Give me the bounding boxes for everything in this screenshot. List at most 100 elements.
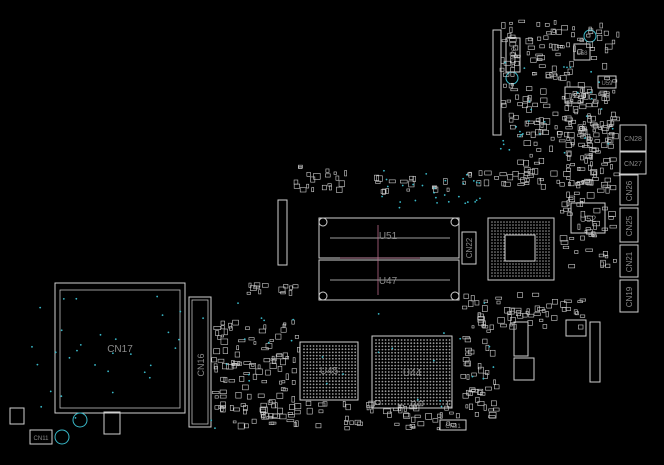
bga-ball <box>497 257 499 259</box>
bga-ball <box>416 342 419 345</box>
bga-ball <box>521 269 523 271</box>
bga-ball <box>548 230 550 232</box>
bga-ball <box>539 254 541 256</box>
smd-part <box>543 103 551 109</box>
bga-ball <box>491 248 493 250</box>
bga-ball <box>413 403 416 405</box>
bga-ball <box>442 383 445 386</box>
bga-ball <box>497 236 499 238</box>
bga-ball <box>344 357 347 360</box>
bga-ball <box>439 390 441 393</box>
smd-part <box>494 384 500 390</box>
cn26-connector[interactable]: CN26 <box>619 174 639 206</box>
bga-ball <box>312 370 315 373</box>
bga-ball <box>344 348 347 351</box>
smd-part <box>601 142 608 148</box>
smd-part <box>582 145 590 148</box>
bga-ball <box>542 263 544 265</box>
cn28-connector[interactable]: CN28 <box>619 124 647 152</box>
bga-ball <box>536 272 538 274</box>
smd-part <box>257 393 265 398</box>
bga-ball <box>429 345 432 348</box>
cn25-connector[interactable]: CN25 <box>619 207 639 243</box>
smd-part <box>512 171 519 177</box>
via <box>292 318 295 321</box>
bga-ball <box>322 367 325 370</box>
bga-ball <box>331 370 334 373</box>
via <box>99 333 102 336</box>
smd-part <box>345 403 351 411</box>
cn16-connector[interactable]: CN16 <box>188 296 212 428</box>
bga-ball <box>518 224 520 226</box>
smd-part <box>527 45 535 50</box>
bga-ball <box>439 403 441 405</box>
bga-ball <box>381 387 384 389</box>
bga-ball <box>351 389 353 392</box>
cn19-connector[interactable]: CN19 <box>619 279 639 313</box>
u45-chip[interactable]: U45 <box>299 341 359 401</box>
smd-part <box>561 201 569 208</box>
bga-ball <box>400 396 403 399</box>
bga-ball <box>303 393 305 395</box>
smd-part <box>285 373 289 380</box>
bga-ball <box>429 339 432 341</box>
u47-slot[interactable]: U47 <box>318 259 460 301</box>
bga-ball <box>375 396 377 399</box>
u44-chip[interactable]: U44 <box>371 335 453 409</box>
bga-ball <box>442 364 445 367</box>
bga-ball <box>542 266 544 268</box>
bga-ball <box>306 370 309 373</box>
smd-part <box>228 322 232 329</box>
bga-ball <box>416 345 419 348</box>
bga-ball <box>354 367 357 370</box>
bga-ball <box>503 272 505 274</box>
bga-ball <box>497 224 499 226</box>
u52-chip[interactable]: U52 <box>570 202 606 234</box>
via <box>178 338 180 341</box>
cn22-connector[interactable]: CN22 <box>461 231 477 265</box>
bga-ball <box>381 380 384 383</box>
cn27-connector[interactable]: CN27 <box>619 151 647 175</box>
smd-part <box>531 72 538 76</box>
cn21-connector[interactable]: CN21 <box>619 244 639 278</box>
bga-ball <box>545 251 547 253</box>
bga-ball <box>413 371 416 373</box>
bga-ball <box>331 377 334 379</box>
smd-part <box>580 235 585 241</box>
cpu-socket[interactable] <box>487 217 555 281</box>
smd-part <box>599 22 603 29</box>
via <box>94 364 96 366</box>
bga-ball <box>503 257 505 259</box>
bga-ball <box>448 361 451 364</box>
bga-ball <box>503 242 505 244</box>
smd-part <box>593 123 598 129</box>
bga-ball <box>312 367 315 370</box>
bga-ball <box>536 227 538 229</box>
cn21-label: CN21 <box>625 251 634 272</box>
bga-ball <box>351 396 353 399</box>
bga-ball <box>315 396 318 399</box>
cn31-connector[interactable]: CN31 <box>439 419 467 431</box>
smd-part <box>526 51 530 56</box>
smd-part <box>253 341 257 345</box>
smd-part <box>563 171 571 177</box>
bga-ball <box>518 221 520 223</box>
bga-ball <box>315 345 318 347</box>
cn11-connector[interactable]: CN11 <box>29 429 53 445</box>
smd-part <box>232 361 241 365</box>
via <box>75 297 78 300</box>
smd-part <box>510 56 516 63</box>
bga-ball <box>426 374 429 377</box>
via <box>471 375 474 378</box>
smd-part <box>538 64 546 68</box>
bga-ball <box>312 351 315 354</box>
bga-ball <box>439 393 441 396</box>
smd-part <box>598 92 605 96</box>
bga-ball <box>354 393 357 395</box>
via <box>377 351 380 354</box>
via <box>482 377 485 380</box>
bga-ball <box>512 233 514 235</box>
via <box>462 177 465 180</box>
u51-slot[interactable]: U51 <box>318 217 460 259</box>
